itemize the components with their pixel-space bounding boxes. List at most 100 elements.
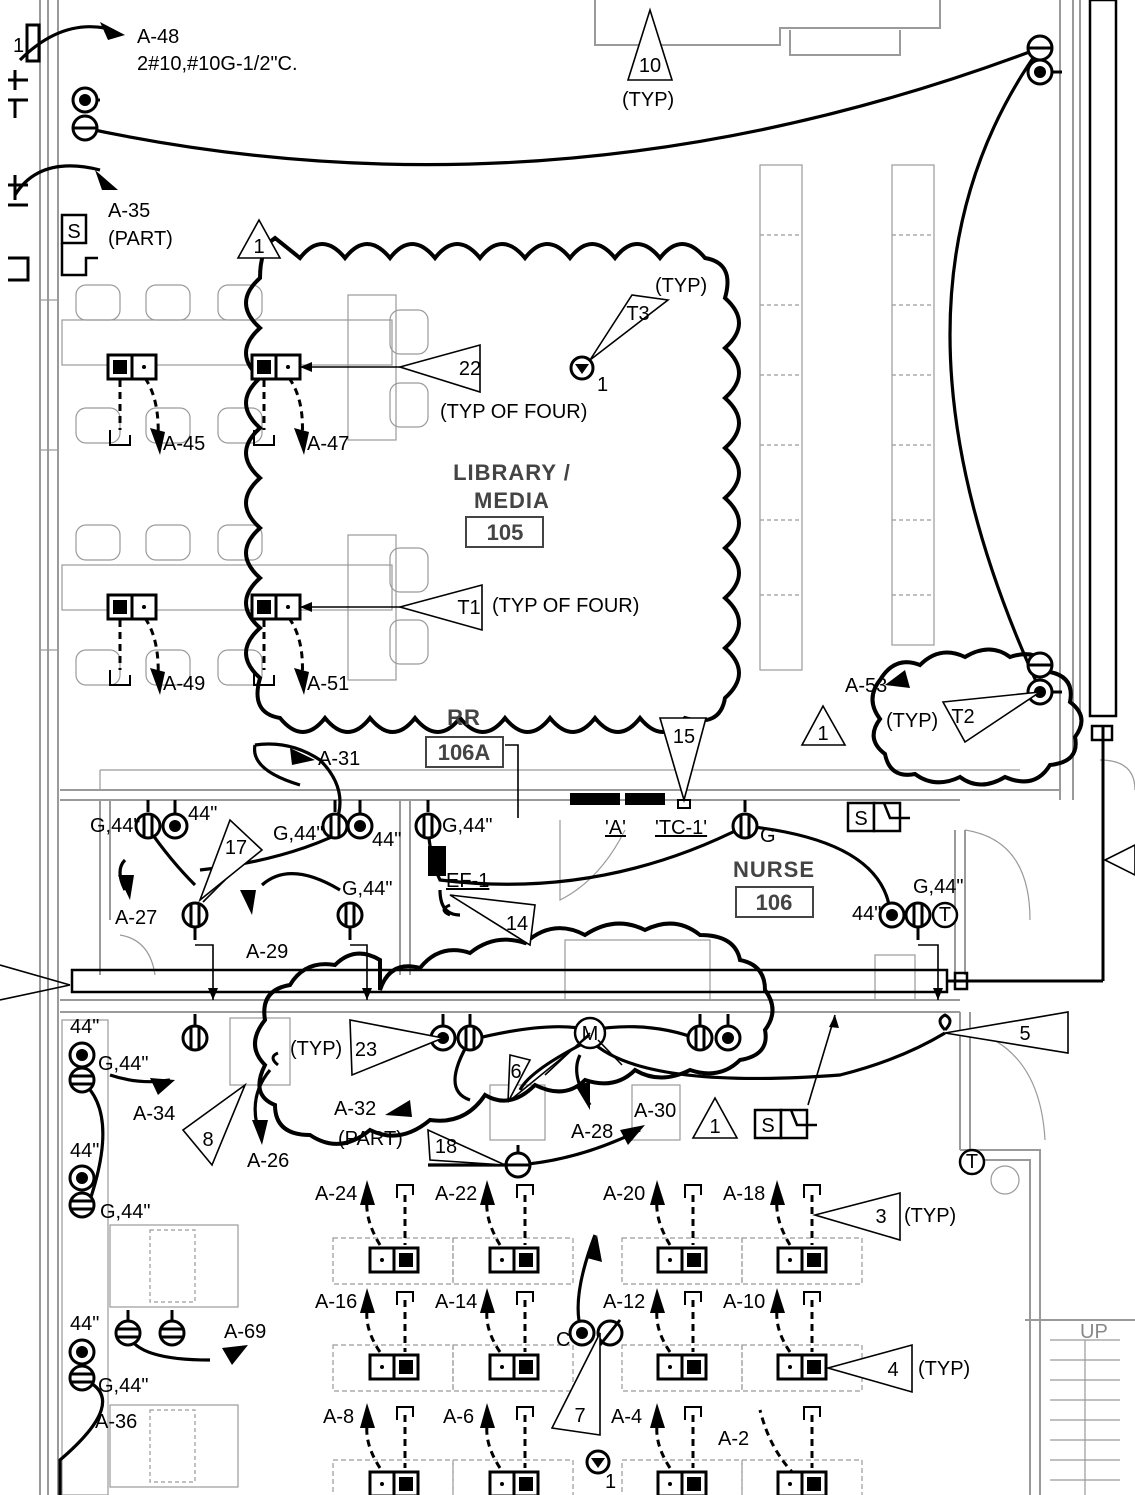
circuit-a29: A-29 bbox=[246, 941, 288, 963]
mount-height-label: G,44" bbox=[442, 815, 492, 837]
mount-height-label: 44" bbox=[372, 829, 401, 851]
thermostat-t-icon bbox=[931, 901, 986, 1176]
keynote-6: 6 bbox=[510, 1061, 521, 1083]
mount-height-label: G,44" bbox=[913, 876, 963, 898]
mount-height-label: 44" bbox=[70, 1313, 99, 1335]
keynote-17: 17 bbox=[225, 837, 247, 859]
receptacle-tails bbox=[97, 70, 1062, 1026]
thermostat-t-label: T bbox=[966, 1151, 978, 1173]
leader-arrowheads bbox=[208, 362, 943, 1028]
keynote-3: 3 bbox=[875, 1206, 886, 1228]
receptacle-c-label: C bbox=[556, 1329, 570, 1351]
note-typ-3: (TYP) bbox=[904, 1205, 956, 1227]
mount-height-label: G,44" bbox=[90, 815, 140, 837]
circuit-a47: A-47 bbox=[307, 433, 349, 455]
room-name-rr: RR bbox=[447, 705, 481, 730]
note-a48: A-48 bbox=[137, 26, 179, 48]
keynote-t2: T2 bbox=[951, 706, 974, 728]
label-a: 'A' bbox=[605, 817, 626, 839]
label-ef1: EF-1 bbox=[446, 870, 489, 892]
mount-height-label: G,44" bbox=[98, 1375, 148, 1397]
keynote-t1: T1 bbox=[457, 597, 480, 619]
keynote-t3: T3 bbox=[626, 303, 649, 325]
switch-s-label: S bbox=[67, 221, 80, 243]
room-name-library: LIBRARY / bbox=[453, 460, 571, 485]
floor-box-icon[interactable] bbox=[106, 353, 828, 1495]
keynote-8: 8 bbox=[202, 1129, 213, 1151]
mount-height-label: 44" bbox=[70, 1140, 99, 1162]
note-typ-10: (TYP) bbox=[622, 89, 674, 111]
text-layer: LIBRARY / MEDIA 105 RR 106A NURSE 106 A-… bbox=[13, 26, 1108, 1493]
circuit-a49: A-49 bbox=[163, 673, 205, 695]
room-number-library: 105 bbox=[487, 520, 524, 545]
keynote-10: 10 bbox=[639, 55, 661, 77]
circuit-a14: A-14 bbox=[435, 1291, 477, 1313]
revision-number: 1 bbox=[817, 723, 828, 745]
circuit-a4: A-4 bbox=[611, 1406, 642, 1428]
circuit-a22: A-22 bbox=[435, 1183, 477, 1205]
mount-height-label: G,44" bbox=[98, 1053, 148, 1075]
panel-icon bbox=[25, 23, 41, 63]
ground-label: G bbox=[760, 825, 776, 847]
circuit-a20: A-20 bbox=[603, 1183, 645, 1205]
circuit-a69: A-69 bbox=[224, 1321, 266, 1343]
keynote-15: 15 bbox=[673, 726, 695, 748]
circuit-a53: A-53 bbox=[845, 675, 887, 697]
circuit-a10: A-10 bbox=[723, 1291, 765, 1313]
keynote-4: 4 bbox=[887, 1359, 898, 1381]
circuit-a12: A-12 bbox=[603, 1291, 645, 1313]
exhaust-fan-icon bbox=[428, 846, 446, 876]
duplex-receptacle-icon[interactable] bbox=[68, 34, 1054, 1392]
mount-height-label: G,44" bbox=[342, 878, 392, 900]
circuit-a45: A-45 bbox=[163, 433, 205, 455]
architectural-walls bbox=[39, 0, 1135, 1495]
keynote-tags bbox=[181, 7, 1135, 1436]
note-typ-four-t1: (TYP OF FOUR) bbox=[492, 595, 639, 617]
cabinet-bar bbox=[70, 968, 949, 994]
keynote-14: 14 bbox=[506, 913, 528, 935]
circuit-a18: A-18 bbox=[723, 1183, 765, 1205]
circuit-a26: A-26 bbox=[247, 1150, 289, 1172]
floor-box-stubs bbox=[109, 430, 821, 1420]
circuit-a8: A-8 bbox=[323, 1406, 354, 1428]
note-a32-part: (PART) bbox=[338, 1128, 403, 1150]
switch-s-icon bbox=[60, 213, 910, 1140]
circuit-a24: A-24 bbox=[315, 1183, 357, 1205]
panel-tag: 1 bbox=[13, 35, 24, 57]
revision-number: 1 bbox=[253, 236, 264, 258]
note-typ-t2: (TYP) bbox=[886, 710, 938, 732]
circuit-a51: A-51 bbox=[307, 673, 349, 695]
mount-height-label: 44" bbox=[188, 803, 217, 825]
note-typ-four-22: (TYP OF FOUR) bbox=[440, 401, 587, 423]
keynote-18: 18 bbox=[435, 1136, 457, 1158]
room-name-nurse: NURSE bbox=[733, 857, 815, 882]
circuit-a30: A-30 bbox=[634, 1100, 676, 1122]
label-tc1: 'TC-1' bbox=[655, 817, 707, 839]
note-a35: A-35 bbox=[108, 200, 150, 222]
revision-cloud-t2 bbox=[870, 647, 1084, 787]
keynote-22: 22 bbox=[459, 358, 481, 380]
mount-height-label: 44" bbox=[70, 1016, 99, 1038]
switch-s-label: S bbox=[761, 1115, 774, 1137]
label-up: UP bbox=[1080, 1321, 1108, 1343]
room-name-media: MEDIA bbox=[474, 488, 550, 513]
circuit-a2: A-2 bbox=[718, 1428, 749, 1450]
detector-tag: 1 bbox=[605, 1471, 616, 1493]
mount-height-label: G,44" bbox=[273, 823, 323, 845]
switch-s-label: S bbox=[854, 808, 867, 830]
note-a35-part: (PART) bbox=[108, 228, 173, 250]
mount-height-label: 44" bbox=[852, 903, 881, 925]
floor-box-taps bbox=[118, 380, 814, 1468]
classroom-home-runs bbox=[143, 377, 797, 1477]
circuit-a16: A-16 bbox=[315, 1291, 357, 1313]
detector-tag: 1 bbox=[597, 374, 608, 396]
mount-height-label: G,44" bbox=[100, 1201, 150, 1223]
circuit-a6: A-6 bbox=[443, 1406, 474, 1428]
revision-cloud-nurse bbox=[253, 921, 775, 1146]
revision-cloud-library bbox=[244, 235, 741, 734]
keynote-7: 7 bbox=[574, 1405, 585, 1427]
note-typ-23: (TYP) bbox=[290, 1038, 342, 1060]
note-typ-t3: (TYP) bbox=[655, 275, 707, 297]
